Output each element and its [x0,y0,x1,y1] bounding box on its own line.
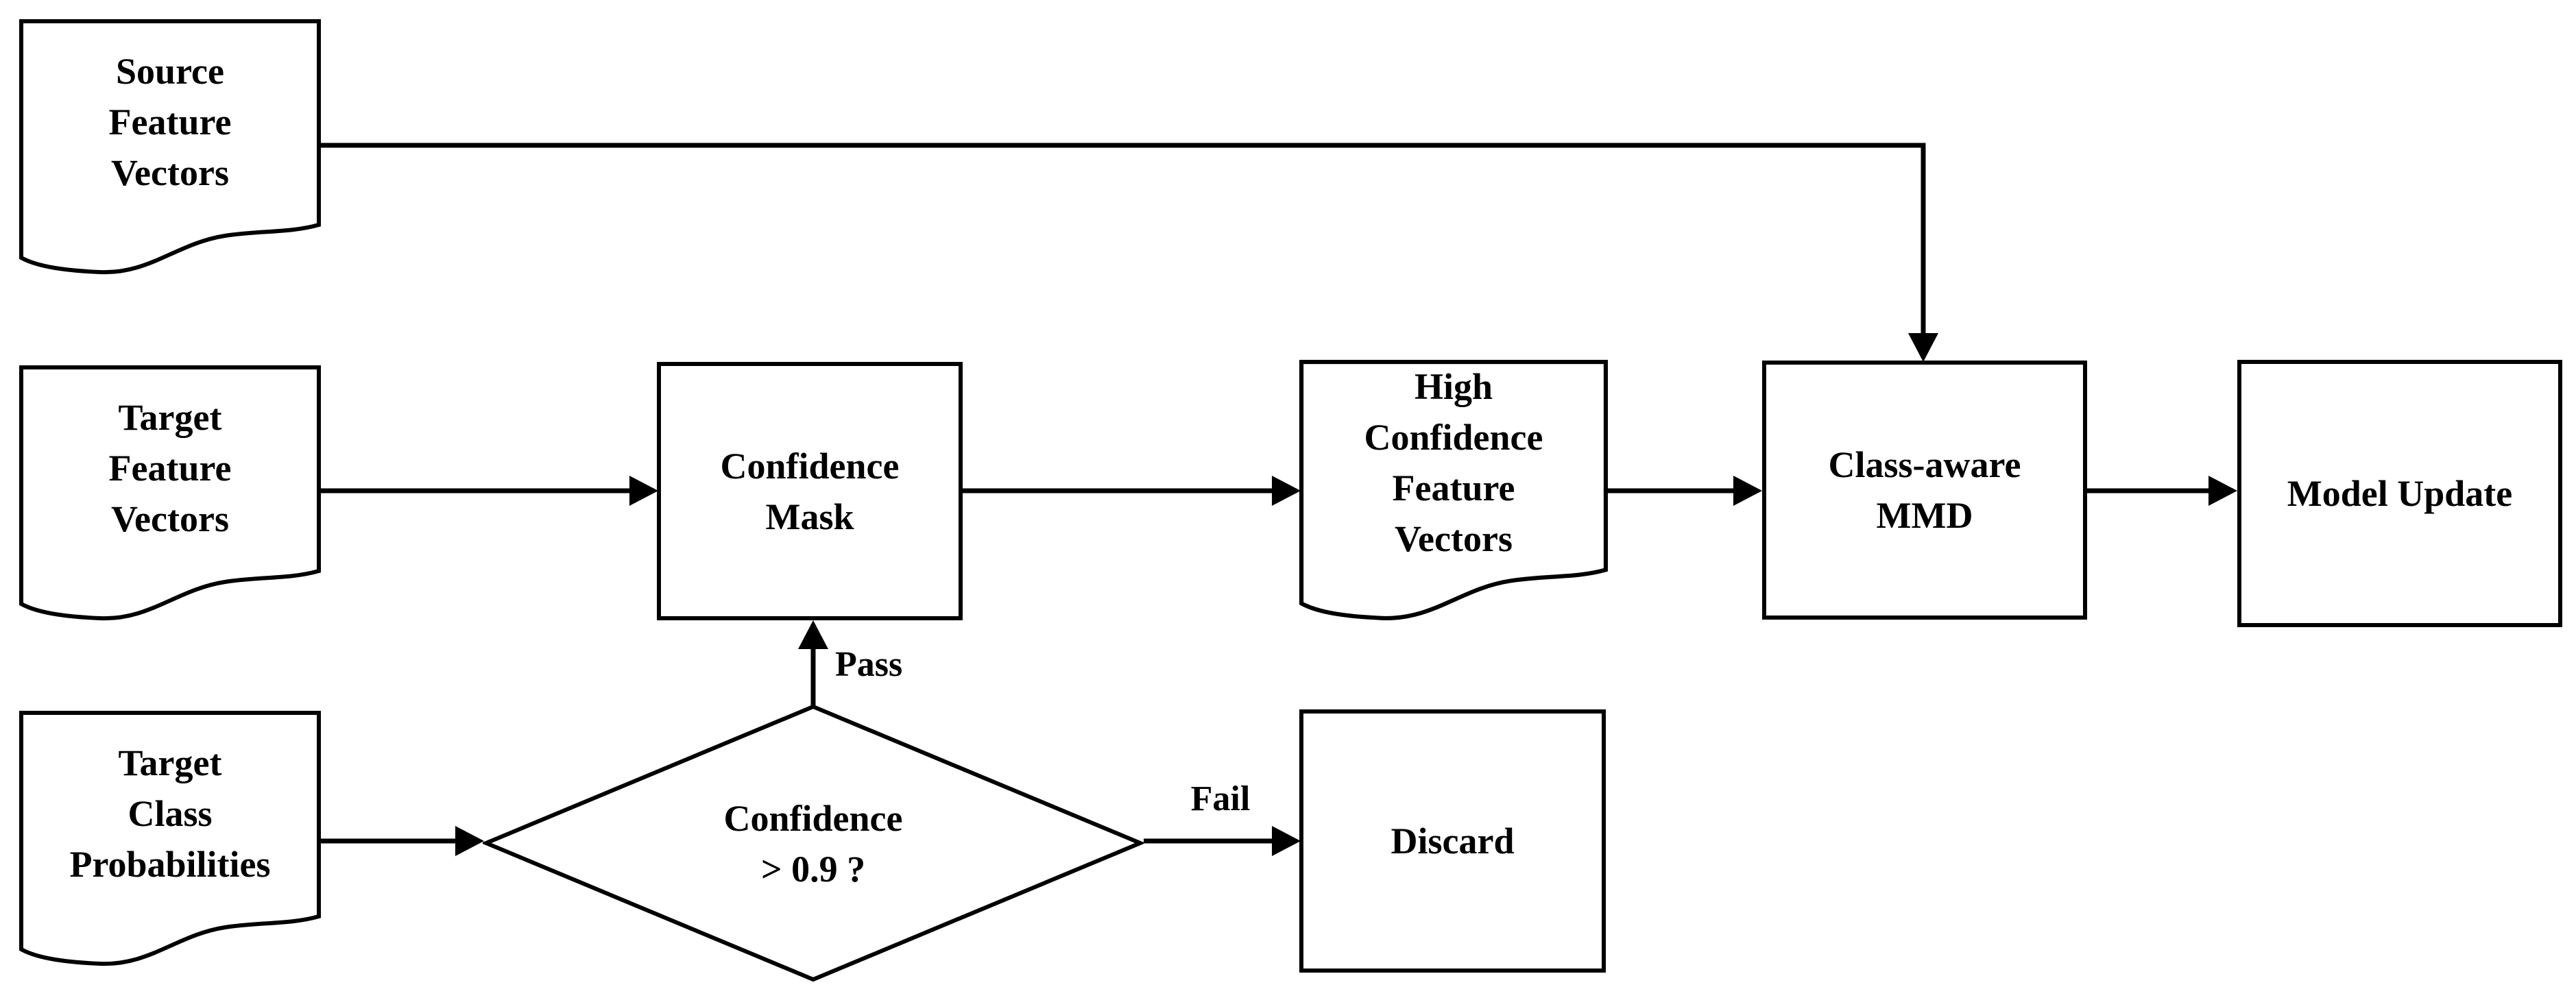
node-class-aware-mmd: Class-aware MMD [1762,361,2087,620]
node-label: High Confidence Feature Vectors [1364,366,1543,559]
node-discard: Discard [1299,709,1606,973]
edge-label-pass: Pass [835,645,903,684]
edge-label-fail: Fail [1190,779,1251,818]
document-shape [19,365,321,621]
node-target-class-probabilities: Target Class Probabilities [19,711,321,971]
document-shape [19,19,321,275]
node-label: Target Feature Vectors [108,397,232,539]
document-shape [1299,360,1608,620]
node-model-update: Model Update [2237,360,2562,627]
node-target-feature-vectors: Target Feature Vectors [19,365,321,626]
node-label: Confidence > 0.9 ? [723,798,903,890]
node-label: Model Update [2287,473,2513,514]
node-label: Discard [1391,820,1515,862]
node-label: Target Class Probabilities [69,742,271,885]
node-confidence-mask: Confidence Mask [657,362,963,620]
node-label: Source Feature Vectors [108,51,232,193]
node-confidence-decision: Confidence > 0.9 ? [483,703,1144,984]
node-label: Class-aware MMD [1828,444,2021,536]
node-high-confidence-feature-vectors: High Confidence Feature Vectors [1299,360,1608,626]
edge-source-to-class-aware-mmd [321,143,1938,362]
node-label: Confidence Mask [720,445,900,537]
node-source-feature-vectors: Source Feature Vectors [19,19,321,280]
document-shape [19,711,321,966]
decision-diamond-shape [483,704,1144,982]
